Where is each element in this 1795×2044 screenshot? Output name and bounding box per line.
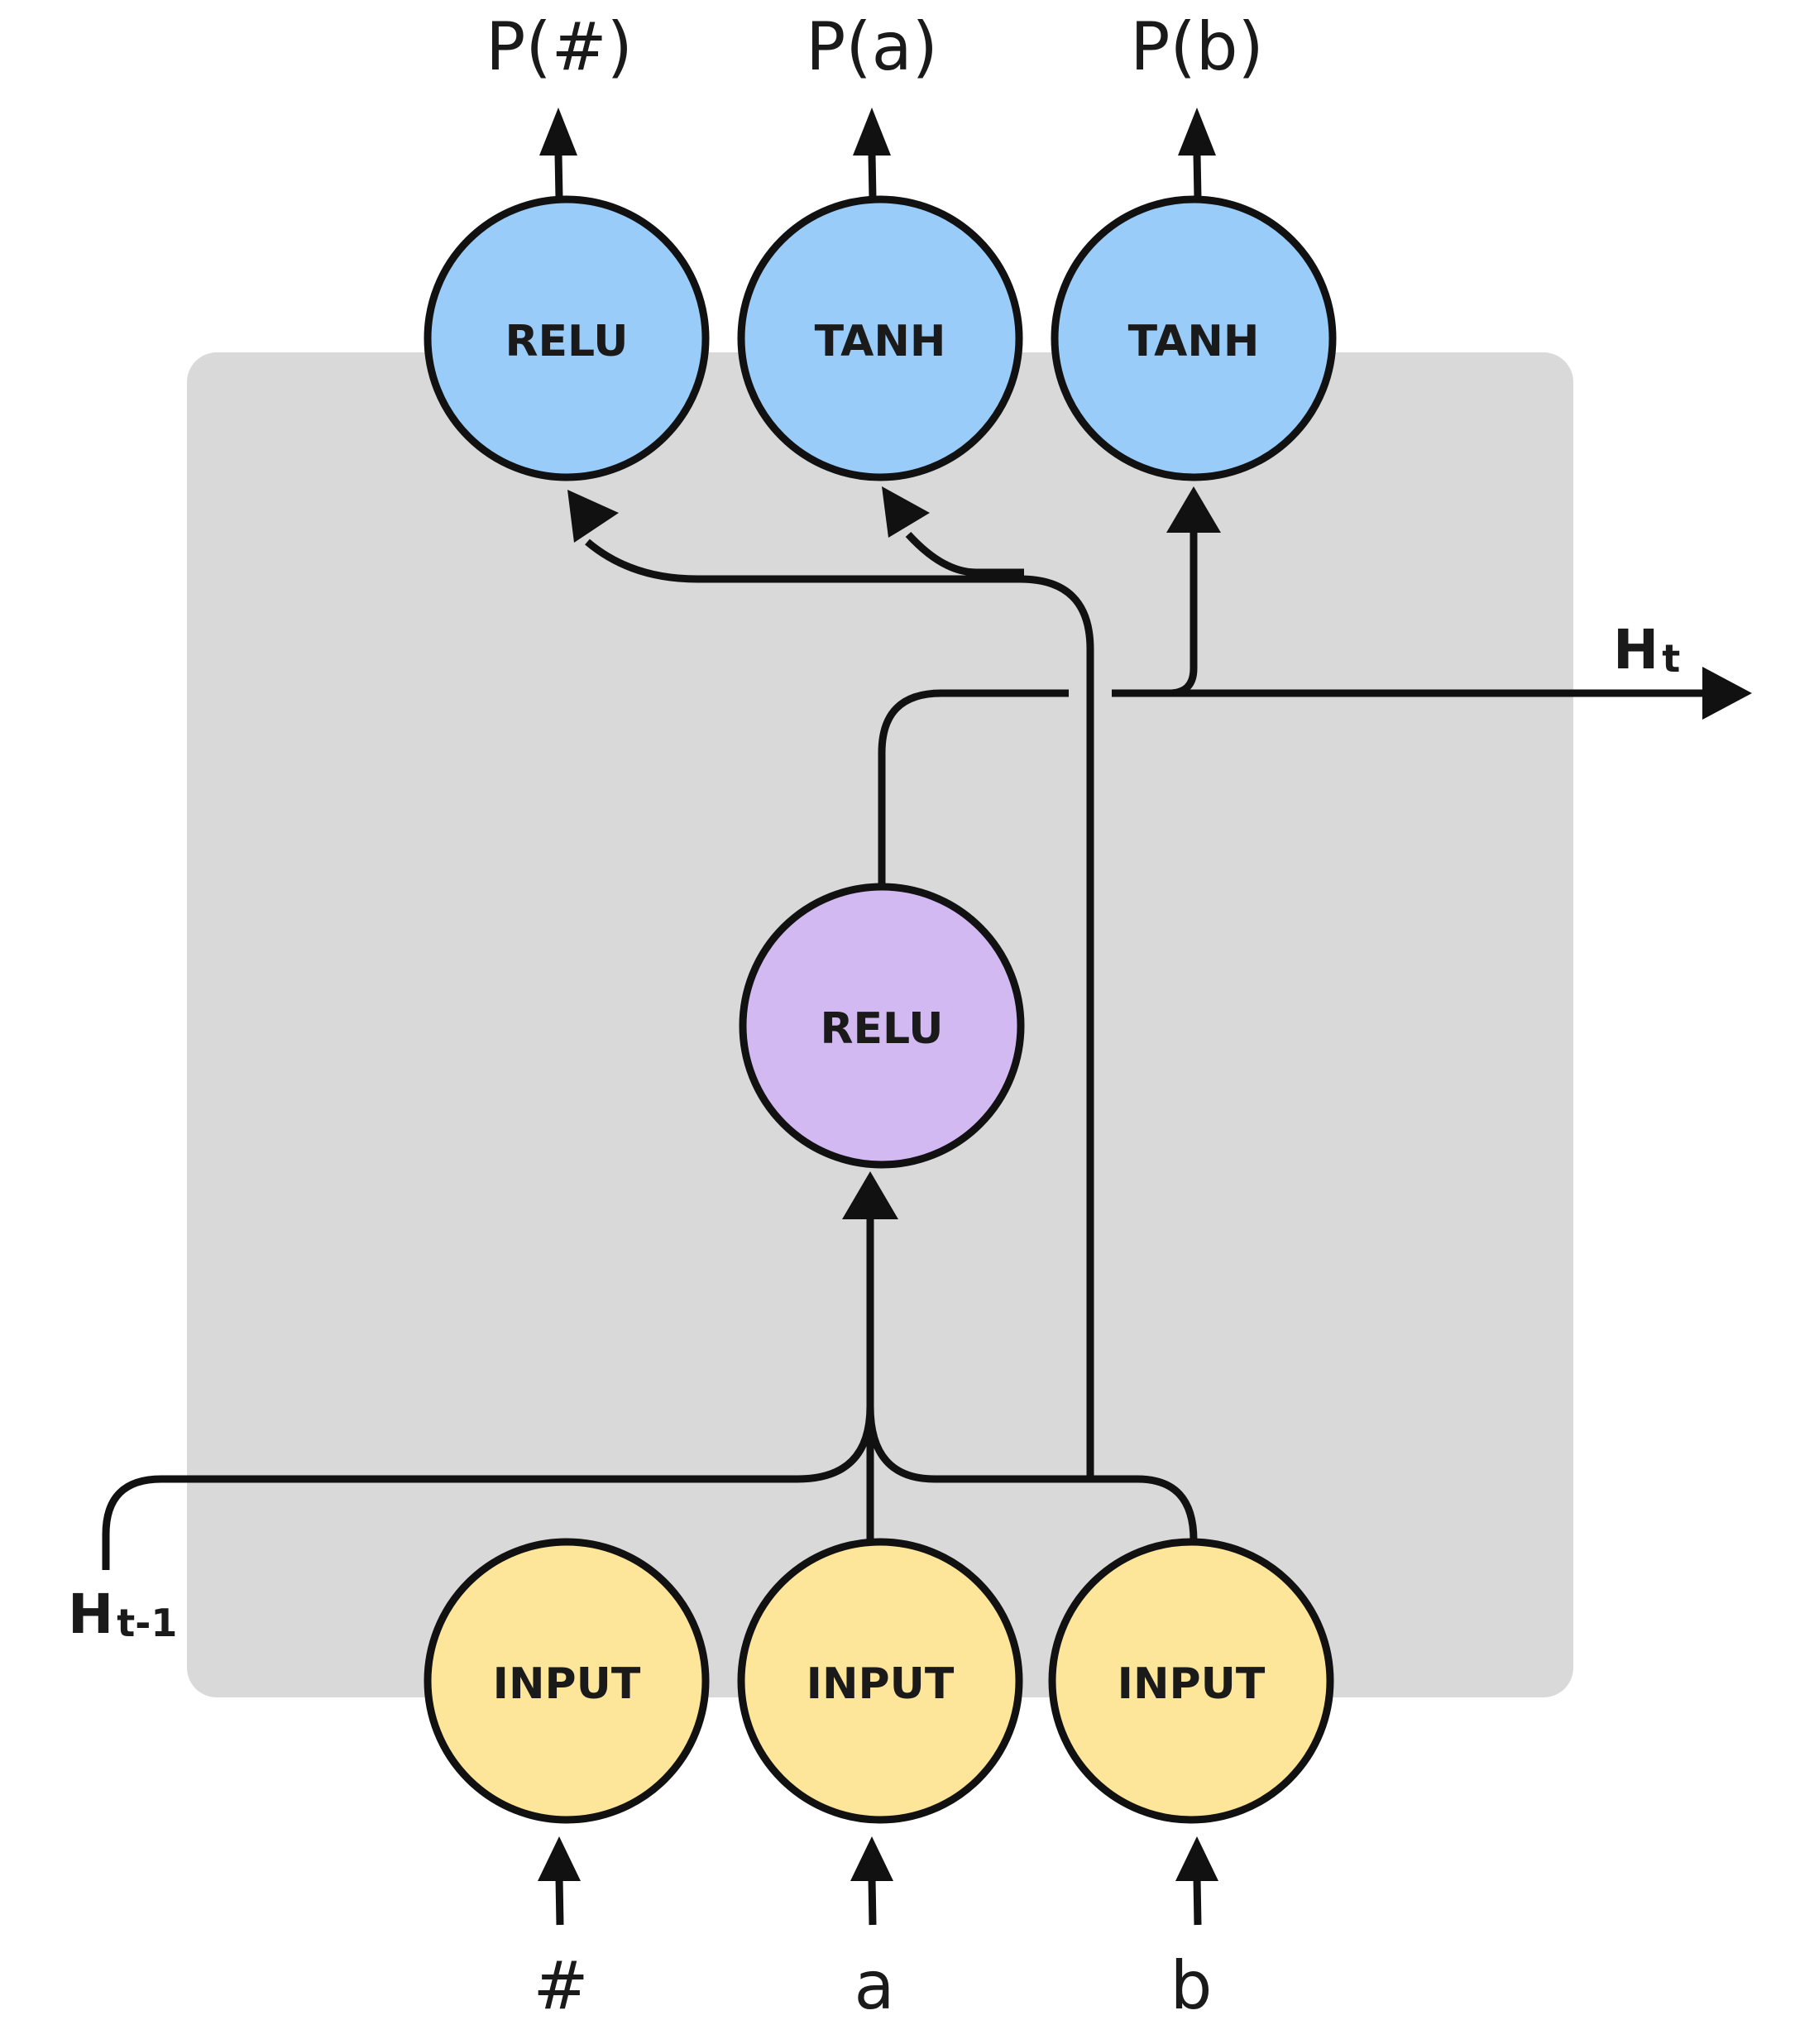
output-node-1: RELU bbox=[424, 195, 710, 481]
output-node-1-circle bbox=[424, 195, 710, 481]
input-b-wire bbox=[866, 1405, 1198, 1541]
arrow-head-tanh-a bbox=[882, 486, 930, 538]
output-label-2: P(a) bbox=[806, 8, 938, 85]
input-node-1-circle bbox=[424, 1538, 710, 1824]
prev-state-wire bbox=[102, 1405, 874, 1570]
in-stem-1 bbox=[555, 1877, 564, 1926]
output-node-1-label: RELU bbox=[505, 317, 628, 366]
input-node-2-label: INPUT bbox=[807, 1659, 955, 1709]
bypass-branch-wire bbox=[905, 531, 1024, 577]
arrow-head-out-3 bbox=[1178, 108, 1216, 156]
in-stem-2 bbox=[868, 1877, 877, 1926]
input-label-2: a bbox=[854, 1947, 894, 2024]
arrow-head-out-2 bbox=[853, 108, 891, 156]
arrow-head-state-out bbox=[1702, 667, 1752, 720]
arrow-head-tanh-b bbox=[1166, 486, 1221, 533]
state-out-label: Ht bbox=[1613, 618, 1680, 682]
hidden-node: RELU bbox=[739, 883, 1025, 1169]
out-stem-3 bbox=[1193, 153, 1202, 199]
input-node-2: INPUT bbox=[737, 1538, 1023, 1824]
state-in-sub: t-1 bbox=[117, 1601, 177, 1645]
bypass-wire bbox=[585, 539, 1094, 1479]
input-node-1: INPUT bbox=[424, 1538, 710, 1824]
input-node-3: INPUT bbox=[1048, 1538, 1334, 1824]
input-node-1-label: INPUT bbox=[493, 1659, 641, 1709]
state-out-main: H bbox=[1613, 618, 1659, 682]
input-node-3-label: INPUT bbox=[1118, 1659, 1266, 1709]
output-node-2-label: TANH bbox=[815, 317, 946, 366]
hidden-node-circle bbox=[739, 883, 1025, 1169]
out-stem-1 bbox=[554, 153, 563, 199]
arrow-head-hidden bbox=[842, 1171, 898, 1219]
output-node-2-circle bbox=[737, 195, 1023, 481]
input-node-3-circle bbox=[1048, 1538, 1334, 1824]
state-in-main: H bbox=[68, 1582, 113, 1646]
output-node-3: TANH bbox=[1051, 195, 1337, 481]
state-in-label: Ht-1 bbox=[68, 1582, 177, 1646]
out-stem-2 bbox=[868, 153, 877, 199]
to-tanh-b-wire bbox=[1168, 526, 1198, 697]
state-out-sub: t bbox=[1662, 636, 1680, 681]
hidden-out-wire bbox=[878, 689, 1069, 883]
output-node-3-label: TANH bbox=[1128, 317, 1260, 366]
arrow-head-in-1 bbox=[538, 1836, 581, 1881]
hidden-node-label: RELU bbox=[820, 1004, 943, 1054]
output-node-2: TANH bbox=[737, 195, 1023, 481]
output-label-1: P(#) bbox=[486, 8, 633, 85]
output-node-3-circle bbox=[1051, 195, 1337, 481]
output-label-3: P(b) bbox=[1130, 8, 1263, 85]
arrow-head-in-2 bbox=[850, 1836, 893, 1881]
arrow-head-out-1 bbox=[539, 108, 577, 156]
in-stem-3 bbox=[1193, 1877, 1202, 1926]
arrow-head-relu-out bbox=[567, 490, 619, 543]
input-label-1: # bbox=[533, 1947, 588, 2024]
arrow-head-in-3 bbox=[1175, 1836, 1218, 1881]
input-label-3: b bbox=[1170, 1947, 1213, 2024]
input-node-2-circle bbox=[737, 1538, 1023, 1824]
